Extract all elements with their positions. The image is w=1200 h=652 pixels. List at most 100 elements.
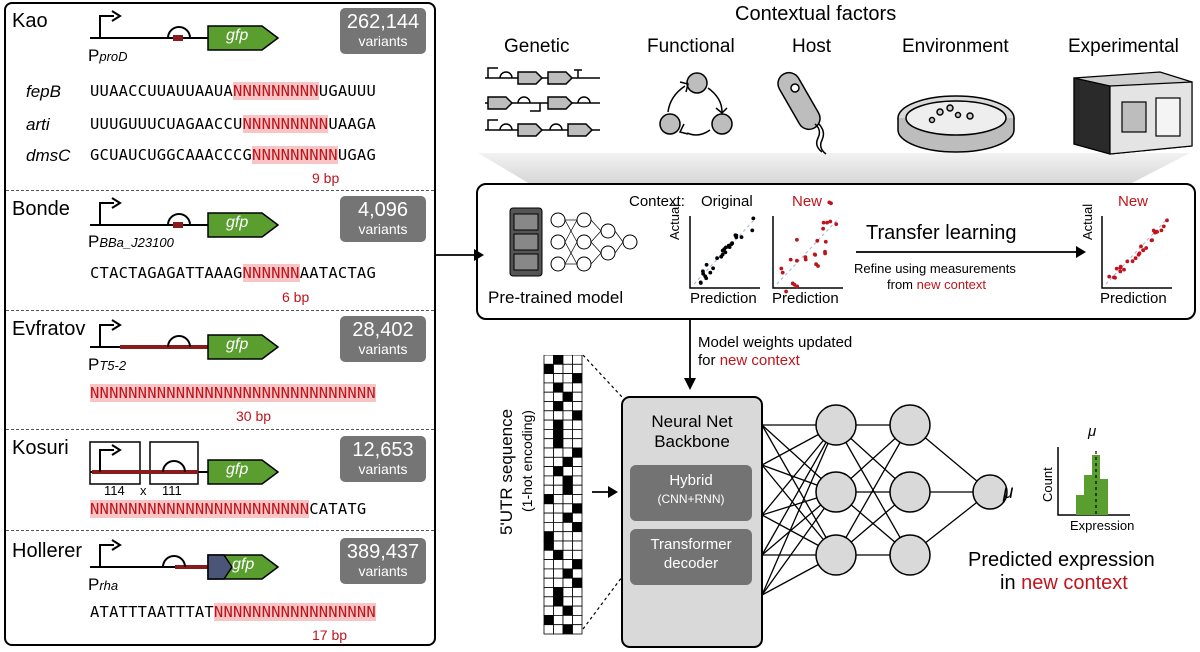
- one-hot-cell: [553, 605, 564, 616]
- transfer-learning-box: [476, 183, 1196, 320]
- scatter-point: [1161, 224, 1166, 229]
- one-hot-cell: [553, 438, 564, 449]
- one-hot-cell: [562, 624, 573, 635]
- one-hot-cell: [543, 596, 554, 607]
- one-hot-cell: [553, 391, 564, 402]
- one-hot-cell: [543, 429, 554, 440]
- one-hot-cell: [562, 568, 573, 579]
- scatter-point: [788, 257, 793, 262]
- one-hot-cell: [553, 363, 564, 375]
- one-hot-cell: [553, 456, 564, 468]
- one-hot-cell: [553, 540, 564, 551]
- scatter-point: [1107, 274, 1112, 279]
- library-count: 114: [104, 483, 125, 498]
- transformer-label: decoder: [663, 555, 719, 572]
- one-hot-cell: [543, 521, 554, 533]
- one-hot-cell: [572, 549, 583, 561]
- one-hot-cell: [553, 503, 564, 514]
- scatter-point: [708, 270, 713, 275]
- bp-label: 17 bp: [312, 627, 348, 643]
- one-hot-cell: [572, 429, 583, 440]
- hybrid-label: Hybrid: [669, 472, 713, 489]
- one-hot-cell: [543, 391, 554, 402]
- axis-prediction: Prediction: [772, 290, 839, 307]
- one-hot-cell: [562, 401, 573, 412]
- scatter-point: [815, 238, 820, 243]
- one-hot-cell: [553, 410, 564, 421]
- environment-icon: [897, 95, 1015, 153]
- factor-label: Host: [792, 36, 832, 57]
- scatter-point: [1114, 266, 1119, 271]
- factor-label: Experimental: [1068, 36, 1179, 57]
- hollerer-construct: [90, 539, 280, 580]
- one-hot-cell: [562, 475, 573, 486]
- one-hot-cell: [543, 410, 554, 421]
- dataset-name: Evfratov: [12, 318, 86, 340]
- one-hot-cell: [543, 614, 554, 626]
- one-hot-cell: [543, 494, 554, 505]
- gene-label: arti: [26, 115, 50, 134]
- one-hot-cell: [562, 559, 573, 570]
- one-hot-cell: [572, 419, 583, 430]
- bonde-construct: [90, 197, 280, 238]
- scatter-point: [730, 241, 735, 246]
- divider: [6, 429, 434, 430]
- scatter-point: [722, 247, 727, 251]
- scatter-point: [825, 220, 829, 225]
- backbone-title: Neural Net: [651, 412, 733, 431]
- backbone-title: Backbone: [654, 432, 730, 451]
- one-hot-cell: [572, 447, 583, 458]
- predicted-expression: in new context: [1000, 572, 1128, 594]
- scatter-point: [792, 282, 797, 287]
- one-hot-cell: [572, 605, 583, 616]
- scatter-original: [693, 216, 757, 285]
- network-node: [815, 471, 857, 513]
- one-hot-cell: [543, 587, 554, 598]
- network-node: [815, 534, 857, 576]
- one-hot-cell: [562, 587, 573, 598]
- one-hot-cell: [562, 577, 573, 588]
- one-hot-cell: [572, 531, 583, 542]
- one-hot-cell: [553, 484, 564, 495]
- one-hot-cell: [553, 549, 564, 561]
- divider: [6, 190, 434, 191]
- input-label: 5'UTR sequence: [497, 408, 516, 535]
- one-hot-cell: [562, 540, 573, 551]
- one-hot-cell: [572, 577, 583, 588]
- one-hot-cell: [572, 521, 583, 533]
- one-hot-cell: [553, 614, 564, 626]
- one-hot-cell: [553, 475, 564, 486]
- one-hot-cell: [562, 373, 573, 384]
- one-hot-cell: [553, 355, 564, 365]
- funnel-shading: [478, 153, 1190, 184]
- one-hot-cell: [553, 419, 564, 430]
- divider: [6, 530, 434, 531]
- scatter-point: [711, 266, 715, 271]
- one-hot-cell: [553, 373, 564, 384]
- one-hot-cell: [572, 503, 583, 514]
- factor-label: Genetic: [504, 36, 570, 57]
- promoter-label: PT5-2: [88, 355, 127, 374]
- hist-count-label: Count: [1040, 467, 1055, 502]
- scatter-point: [1118, 265, 1123, 270]
- one-hot-cell: [543, 447, 554, 458]
- scatter-point: [1122, 267, 1126, 272]
- gfp-label: gfp: [226, 27, 249, 44]
- scatter-point: [1133, 256, 1138, 261]
- context-label: Context:: [629, 193, 685, 210]
- one-hot-cell: [562, 605, 573, 616]
- scatter-point: [829, 201, 833, 206]
- one-hot-cell: [553, 577, 564, 588]
- scatter-point: [698, 281, 703, 285]
- weights-label: Model weights updated: [698, 334, 853, 351]
- scatter-point: [719, 254, 724, 259]
- one-hot-cell: [572, 410, 583, 421]
- factor-label: Environment: [902, 36, 1009, 57]
- network-node: [889, 404, 931, 446]
- scatter-point: [715, 256, 719, 260]
- one-hot-cell: [543, 419, 554, 430]
- scatter-point: [1118, 269, 1123, 274]
- one-hot-cell: [572, 355, 583, 365]
